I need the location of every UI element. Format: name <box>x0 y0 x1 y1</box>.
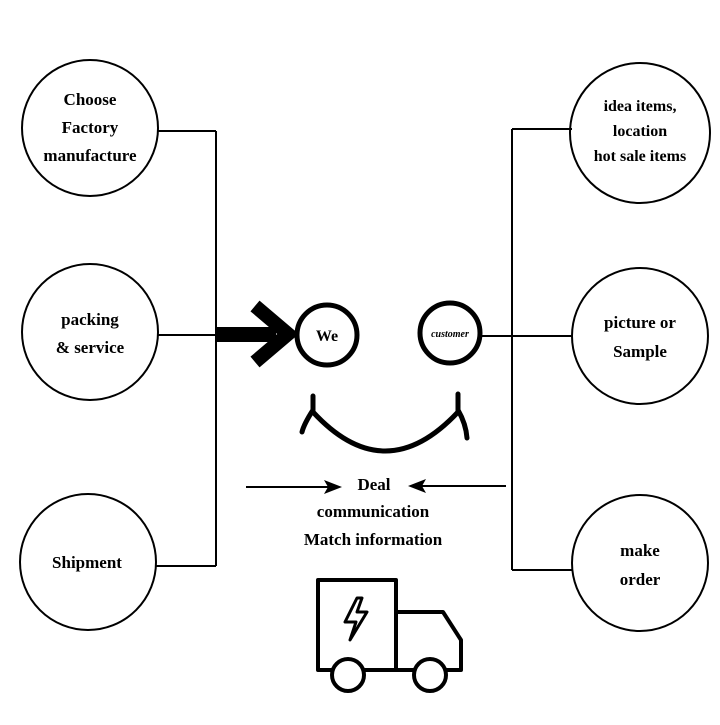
deal-line-2: communication <box>317 502 430 521</box>
left-node-1-line-2: Factory <box>62 118 119 137</box>
left-node-2-line-2: & service <box>56 338 125 357</box>
left-connector-lines <box>156 130 217 567</box>
right-node-1-line-3: hot sale items <box>594 148 686 165</box>
we-eye: We <box>294 302 360 368</box>
customer-label: customer <box>431 329 469 340</box>
left-node-shipment: Shipment <box>19 493 157 631</box>
we-label: We <box>316 328 338 345</box>
deal-text-block: Deal communication Match information <box>304 475 443 549</box>
deal-arrow-right <box>408 479 506 493</box>
right-node-3-line-2: order <box>620 570 661 589</box>
right-node-2-line-1: picture or <box>604 313 676 332</box>
left-node-1-line-1: Choose <box>64 90 117 109</box>
right-node-1-line-1: idea items, <box>604 98 677 115</box>
customer-eye: customer <box>417 300 483 366</box>
deal-line-1: Deal <box>357 475 390 494</box>
right-node-3-line-1: make <box>620 541 660 560</box>
right-node-make-order: make order <box>571 494 709 632</box>
right-node-idea-items: idea items, location hot sale items <box>569 62 711 204</box>
thick-arrow-icon <box>216 300 299 368</box>
deal-arrow-left <box>246 480 342 494</box>
lightning-icon <box>343 596 369 642</box>
right-node-picture-sample: picture or Sample <box>571 267 709 405</box>
left-node-2-line-1: packing <box>61 310 119 329</box>
right-connector-lines <box>480 128 572 571</box>
left-node-packing: packing & service <box>21 263 159 401</box>
right-node-2-line-2: Sample <box>613 342 667 361</box>
left-node-1-line-3: manufacture <box>43 146 137 165</box>
left-node-choose-factory: Choose Factory manufacture <box>21 59 159 197</box>
deal-line-3: Match information <box>304 530 443 549</box>
left-node-3-line-1: Shipment <box>52 553 122 572</box>
smile-icon <box>299 391 470 454</box>
right-node-1-line-2: location <box>613 123 667 140</box>
delivery-truck-icon <box>316 578 463 693</box>
